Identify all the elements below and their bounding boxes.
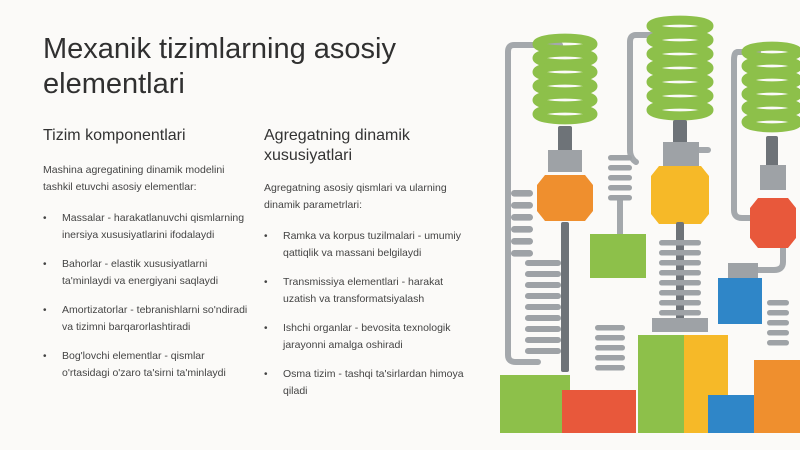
damper-disk [659,240,701,246]
left-column-intro: Mashina agregatining dinamik modelini ta… [43,164,225,193]
mass-block [562,390,636,433]
list-item: • Massalar - harakatlanuvchi qismlarning … [43,210,248,244]
damper-disk [767,340,789,346]
damper-disk [511,226,533,233]
list-item-text: Transmissiya elementlari - harakat uzati… [283,276,444,305]
damper-disk [525,315,561,322]
damper-disk [595,365,625,371]
bullet-icon: • [264,323,268,334]
damper-disk [595,325,625,331]
damper-disk [595,335,625,341]
bullet-icon: • [264,231,268,242]
left-column-heading: Tizim komponentlari [43,127,186,144]
damper-disk [595,345,625,351]
damper-disk [525,304,561,311]
connecting-tube [745,239,786,273]
list-item: • Ishchi organlar - bevosita texnologik j… [264,320,469,354]
list-item-text: Amortizatorlar - tebranishlarni so'ndira… [62,304,248,333]
spring-coil [741,111,800,133]
damper-base [652,318,708,332]
mass-block [750,198,796,248]
left-bullet-list: • Massalar - harakatlanuvchi qismlarning … [43,210,248,382]
damper-disk [511,250,533,257]
damper-disk [659,280,701,286]
right-bullet-list: • Ramka va korpus tuzilmalari - umumiy qa… [264,228,469,400]
damper-disk [608,175,632,181]
left-column: Tizim komponentlari Mashina agregatining… [43,126,248,394]
list-item-text: Osma tizim - tashqi ta'sirlardan himoya … [283,368,464,397]
bullet-icon: • [43,351,47,362]
damper-disk [608,195,632,201]
damper-disk [767,300,789,306]
damper-disk [511,202,533,209]
damper-disk [525,282,561,289]
damper-disk [525,293,561,300]
mass-block [590,234,646,278]
mass-block [718,278,762,324]
damper-rod [561,222,569,372]
list-item-text: Ramka va korpus tuzilmalari - umumiy qat… [283,230,461,259]
list-item: • Ramka va korpus tuzilmalari - umumiy qa… [264,228,469,262]
right-column-intro: Agregatning asosiy qismlari va ularning … [264,182,447,211]
list-item-text: Massalar - harakatlanuvchi qismlarning i… [62,212,245,241]
damper-housing [663,142,699,168]
connecting-tube [731,49,761,221]
list-item: • Osma tizim - tashqi ta'sirlardan himoya… [264,366,469,400]
bullet-icon: • [43,259,47,270]
damper-disk [659,290,701,296]
bullet-icon: • [43,305,47,316]
list-item-text: Bahorlar - elastik xususiyatlarni ta'min… [62,258,219,287]
right-column-heading: Agregatning dinamik xususiyatlari [264,127,410,164]
spring-mass-damper-illustration [500,15,800,433]
mass-block [754,360,800,433]
damper-disk [525,271,561,278]
spring-coil [532,103,598,125]
mass-block [500,375,570,433]
damper-disk [608,165,632,171]
damper-housing [548,150,582,172]
damper-disk [595,355,625,361]
list-item: • Transmissiya elementlari - harakat uzat… [264,274,469,308]
damper-disk [659,250,701,256]
connecting-tube [627,32,661,165]
mass-block [537,175,593,221]
slide-title: Mexanik tizimlarning asosiy elementlari [43,33,396,100]
bullet-icon: • [43,213,47,224]
spring-coil [646,99,714,121]
damper-housing [760,165,786,190]
damper-disk [767,330,789,336]
damper-disk [767,310,789,316]
damper-disk [608,185,632,191]
damper-disk [511,214,533,221]
damper-disk [511,190,533,197]
bullet-icon: • [264,277,268,288]
bullet-icon: • [264,369,268,380]
damper-disk [525,348,561,355]
damper-disk [525,337,561,344]
damper-disk [659,300,701,306]
mass-block [651,166,709,224]
damper-disk [659,260,701,266]
list-item: • Amortizatorlar - tebranishlarni so'ndir… [43,302,248,336]
damper-disk [767,320,789,326]
damper-disk [511,238,533,245]
damper-rod [766,136,778,170]
damper-disk [525,326,561,333]
damper-rod [558,126,572,156]
list-item-text: Ishchi organlar - bevosita texnologik ja… [283,322,451,351]
damper-disk [525,260,561,267]
connecting-tube [505,42,563,365]
damper-disk [659,270,701,276]
list-item-text: Bog'lovchi elementlar - qismlar o'rtasid… [62,350,226,379]
list-item: • Bog'lovchi elementlar - qismlar o'rtasi… [43,348,248,382]
right-column: Agregatning dinamik xususiyatlari Agrega… [264,126,469,412]
damper-disk [659,310,701,316]
list-item: • Bahorlar - elastik xususiyatlarni ta'mi… [43,256,248,290]
damper-disk [608,155,632,161]
